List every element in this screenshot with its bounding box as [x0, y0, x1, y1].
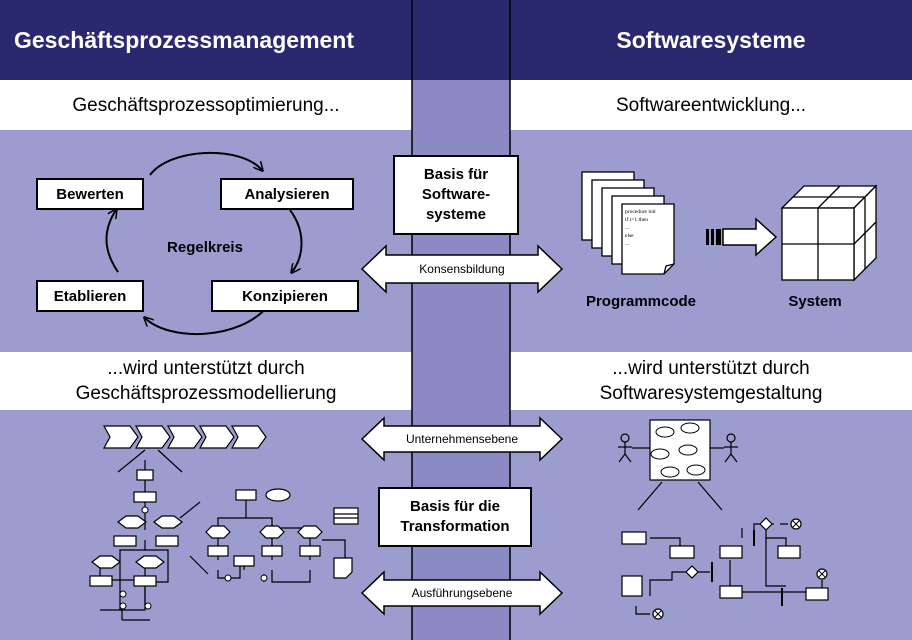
program-code-lines: procedure init if i=1 then ... else ...: [625, 208, 673, 248]
system-label: System: [788, 293, 842, 310]
center-box-software-basis: Basis für Software-systeme: [393, 155, 519, 235]
cycle-center-label: Regelkreis: [167, 239, 243, 256]
double-arrow-consensus-label: Konsensbildung: [419, 262, 505, 276]
software-design-illustration: [618, 419, 829, 620]
process-model-illustration: [89, 425, 359, 621]
cycle-step-bewerten: Bewerten: [36, 178, 144, 210]
code-line: ...: [625, 225, 630, 231]
system-cube-icon: [780, 184, 878, 282]
program-code-label: Programmcode: [585, 293, 697, 310]
band-left-modelling-line1: ...wird unterstützt durch: [107, 358, 305, 379]
cycle-arrows: [105, 152, 303, 336]
cycle-step-konzipieren: Konzipieren: [211, 280, 359, 312]
cycle-step-analysieren: Analysieren: [220, 178, 354, 210]
band-right-design-line2: Softwaresystemgestaltung: [599, 383, 823, 404]
header-right: Softwaresysteme: [510, 0, 912, 80]
program-code-pages-icon: [581, 171, 675, 275]
code-line: procedure init: [625, 209, 656, 215]
code-line: else: [625, 233, 634, 239]
band-left-optimization: Geschäftsprozessoptimierung...: [0, 80, 412, 130]
left-upper-panel: [0, 130, 412, 352]
double-arrow-execution: [360, 570, 564, 616]
code-line: ...: [625, 241, 630, 247]
band-right-design: ...wird unterstützt durch Softwaresystem…: [510, 352, 912, 410]
header-left: Geschäftsprozessmanagement: [0, 0, 412, 80]
code-to-system-arrow: [706, 217, 778, 257]
double-arrow-enterprise: [360, 416, 564, 462]
cycle-step-etablieren: Etablieren: [36, 280, 144, 312]
band-right-design-line1: ...wird unterstützt durch: [612, 358, 810, 379]
code-line: if i=1 then: [625, 217, 648, 223]
header-left-title: Geschäftsprozessmanagement: [14, 26, 355, 53]
double-arrow-execution-label: Ausführungsebene: [411, 586, 513, 600]
double-arrow-consensus: [360, 244, 564, 294]
header-middle: [412, 0, 510, 80]
center-box-software-basis-text: Basis für Software-systeme: [421, 166, 491, 223]
center-box-transformation-basis: Basis für die Transformation: [378, 487, 532, 547]
center-box-transformation-basis-text: Basis für die Transformation: [400, 498, 510, 535]
band-left-modelling: ...wird unterstützt durch Geschäftsproze…: [0, 352, 412, 410]
double-arrow-enterprise-label: Unternehmensebene: [405, 432, 519, 446]
band-right-development: Softwareentwicklung...: [510, 80, 912, 130]
header-right-title: Softwaresysteme: [616, 26, 806, 53]
band-left-modelling-line2: Geschäftsprozessmodellierung: [75, 383, 337, 404]
